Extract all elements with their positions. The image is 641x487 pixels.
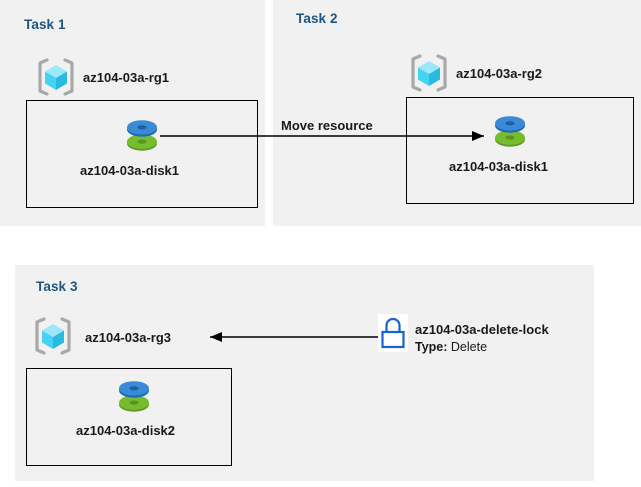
task-panel-task1 (0, 0, 265, 226)
delete-lock-type-value: Delete (450, 340, 488, 354)
task2-disk-icon (489, 110, 531, 152)
task-panel-task3 (15, 265, 594, 481)
task2-resource-group-label: az104-03a-rg2 (456, 66, 542, 81)
delete-lock-icon (378, 314, 408, 352)
move-resource-arrow (160, 131, 484, 141)
task-panel-task2 (273, 0, 641, 226)
task3-title: Task 3 (36, 279, 78, 294)
move-resource-label: Move resource (281, 118, 373, 133)
task3-resource-group-icon (31, 316, 75, 356)
task1-resource-box (26, 100, 258, 208)
task3-resource-box (26, 368, 232, 466)
task1-disk-icon (121, 114, 163, 156)
task1-resource-group-label: az104-03a-rg1 (83, 70, 169, 85)
task2-disk-label: az104-03a-disk1 (449, 159, 549, 174)
task1-title: Task 1 (24, 17, 66, 32)
task1-disk-label: az104-03a-disk1 (80, 163, 180, 178)
task2-resource-group-icon (407, 53, 451, 93)
task3-resource-group-label: az104-03a-rg3 (85, 330, 171, 345)
task2-title: Task 2 (296, 11, 338, 26)
delete-lock-label: az104-03a-delete-lock (415, 322, 549, 337)
task1-resource-group-icon (34, 57, 78, 97)
delete-lock-type: Type: Delete (415, 340, 487, 356)
task3-disk-label: az104-03a-disk2 (76, 423, 176, 438)
delete-lock-type-key: Type: (415, 340, 448, 354)
task2-resource-box (406, 97, 634, 204)
task3-disk-icon (113, 375, 155, 417)
lock-to-rg3-arrow (210, 332, 378, 342)
